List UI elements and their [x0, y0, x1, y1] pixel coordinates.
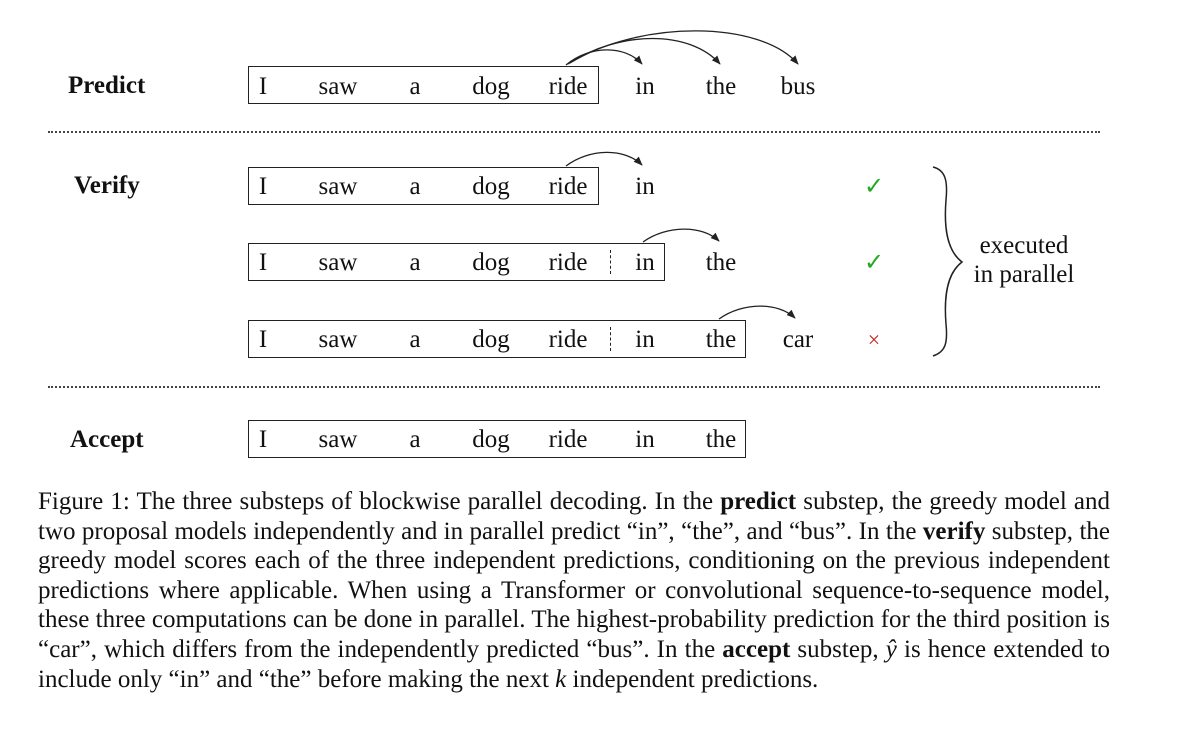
accept-label: Accept — [70, 426, 144, 453]
caption-math: ŷ — [885, 635, 897, 663]
verify1-arrow — [565, 151, 643, 167]
token: dog — [472, 426, 510, 453]
caption-bold: accept — [722, 635, 791, 663]
predict-arrow-bus — [569, 30, 799, 65]
caption-text: substep, — [790, 635, 886, 663]
token: the — [705, 426, 737, 453]
token: saw — [318, 249, 358, 276]
token: in — [635, 249, 655, 276]
caption-text: substep, the greedy model scores each of… — [38, 517, 1110, 663]
token: ride — [548, 249, 588, 276]
verify2-divider — [610, 250, 611, 274]
caption-bold: predict — [720, 488, 797, 515]
token: I — [258, 426, 268, 453]
token: ride — [548, 426, 588, 453]
token: I — [258, 173, 268, 200]
token: saw — [318, 426, 358, 453]
token: in — [635, 173, 655, 200]
token: saw — [318, 173, 358, 200]
verify2-context-box — [248, 243, 665, 281]
predict-arrow-the — [567, 37, 721, 65]
caption-text: independent predictions. — [566, 665, 819, 693]
verify2-arrow — [642, 228, 720, 243]
brace-icon — [932, 166, 964, 357]
verify3-arrow — [718, 305, 796, 320]
accept-context-box — [248, 420, 746, 458]
token: dog — [472, 173, 510, 200]
parallel-note-line2: in parallel — [973, 261, 1075, 288]
token: the — [705, 73, 737, 100]
parallel-note: executed in parallel — [954, 231, 1094, 289]
token: in — [635, 73, 655, 100]
token: I — [258, 326, 268, 353]
token: a — [409, 173, 421, 200]
figure-caption: Figure 1: The three substeps of blockwis… — [38, 487, 1110, 694]
token: ride — [548, 326, 588, 353]
predict-context-box — [248, 66, 599, 104]
parallel-note-line1: executed — [979, 232, 1069, 259]
predict-arrow-in — [565, 49, 643, 66]
token: a — [409, 426, 421, 453]
token: a — [409, 249, 421, 276]
cross-icon: × — [867, 327, 881, 352]
caption-text: substep, the greedy model and two propos… — [38, 488, 1110, 545]
separator-top — [48, 131, 1100, 133]
token: the — [705, 249, 737, 276]
check-icon: ✓ — [863, 174, 885, 200]
token: dog — [472, 73, 510, 100]
caption-bold: verify — [922, 517, 986, 545]
verify3-divider — [610, 327, 611, 351]
token: saw — [318, 73, 358, 100]
arrows-layer — [565, 30, 964, 357]
token: in — [635, 426, 655, 453]
caption-text: The three substeps of blockwise parallel… — [129, 488, 721, 515]
caption-label: Figure 1: — [38, 488, 130, 515]
token: a — [409, 326, 421, 353]
token: in — [635, 326, 655, 353]
verify3-context-box — [248, 320, 746, 358]
check-icon: ✓ — [863, 250, 885, 276]
token: I — [258, 73, 268, 100]
token: bus — [780, 73, 816, 100]
token: a — [409, 73, 421, 100]
token: saw — [318, 326, 358, 353]
token: car — [782, 326, 814, 353]
token: I — [258, 249, 268, 276]
predict-label: Predict — [68, 72, 146, 99]
token: ride — [548, 173, 588, 200]
token: dog — [472, 326, 510, 353]
token: ride — [548, 73, 588, 100]
verify-label: Verify — [74, 172, 140, 199]
token: dog — [472, 249, 510, 276]
caption-math: k — [555, 665, 567, 693]
verify1-context-box — [248, 167, 599, 205]
separator-bottom — [48, 386, 1100, 388]
token: the — [705, 326, 737, 353]
caption-text: is hence extended to include only “in” a… — [38, 635, 1110, 693]
